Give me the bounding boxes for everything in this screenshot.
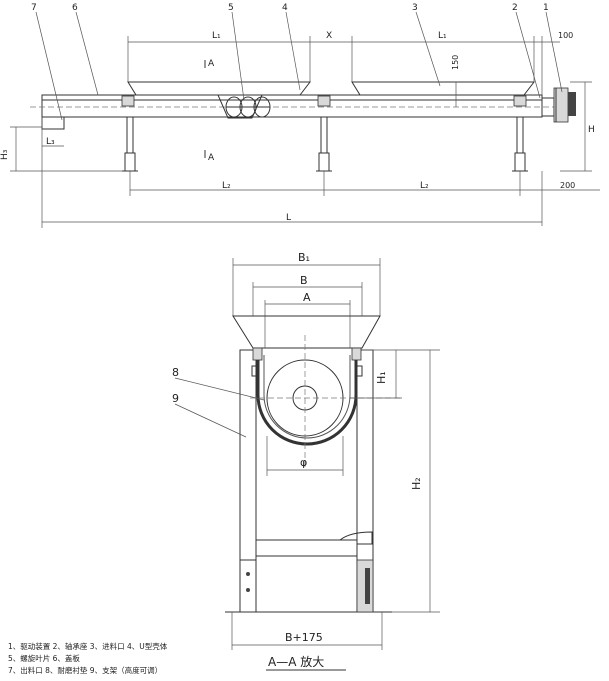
dim-l1-right: L₁ — [438, 31, 447, 41]
u-trough-casing — [41, 94, 543, 118]
dim-b-plus-175: B+175 — [285, 631, 323, 644]
adjustable-foot-right — [356, 559, 374, 613]
parts-legend: 1、驱动装置 2、轴承座 3、进料口 4、U型壳体 5、螺旋叶片 6、盖板 7、… — [8, 641, 168, 675]
callout-7: 7 — [31, 3, 37, 13]
inlet-funnel — [217, 94, 263, 119]
section-mark-a-top: A — [208, 59, 215, 69]
bottom-dimensions-l2 — [129, 171, 600, 226]
wear-liner — [263, 355, 351, 439]
dim-x: X — [326, 31, 332, 41]
legend-line-3: 7、出料口 8、耐磨衬垫 9、支架（高度可调） — [8, 665, 162, 675]
dim-150: 150 — [451, 55, 460, 70]
section-title: A—A 放大 — [268, 654, 324, 669]
dim-h2: H₂ — [410, 477, 423, 490]
dim-l2-right: L₂ — [420, 181, 429, 191]
drive-unit — [541, 87, 576, 123]
bearing-middle — [317, 95, 331, 107]
legend-line-2: 5、螺旋叶片 6、盖板 — [8, 653, 80, 663]
callout-3: 3 — [412, 3, 418, 13]
dim-h3: H₃ — [0, 149, 10, 160]
callout-8: 8 — [172, 366, 179, 379]
dim-h1: H₁ — [375, 371, 388, 384]
top-dimensions — [127, 36, 560, 95]
dim-l2-left: L₂ — [222, 181, 231, 191]
side-view: 7 6 5 4 3 2 1 L₁ X L₁ 100 150 A A H — [0, 3, 600, 228]
section-hopper — [232, 315, 381, 349]
screw-flight — [225, 96, 271, 118]
dim-phi: φ — [300, 456, 307, 469]
callout-5: 5 — [228, 3, 234, 13]
discharge-outlet — [41, 116, 65, 130]
callout-leaders — [35, 11, 563, 121]
dim-l1-left: L₁ — [212, 31, 221, 41]
bearing-left — [121, 95, 135, 107]
dim-b: B — [300, 274, 308, 287]
support-middle — [316, 116, 332, 172]
section-view: B₁ B A — [172, 251, 440, 671]
support-right — [512, 116, 528, 172]
bearing-right — [513, 95, 527, 107]
outlet-chute — [339, 531, 373, 545]
callout-1: 1 — [543, 3, 549, 13]
dim-a: A — [303, 291, 311, 304]
inlet-hopper-left — [127, 81, 312, 96]
inlet-hopper-right — [351, 81, 536, 96]
dim-h: H — [588, 125, 595, 135]
adjustable-foot-left — [239, 559, 257, 613]
callout-4: 4 — [282, 3, 288, 13]
callout-2: 2 — [512, 3, 518, 13]
frame-bearing-left — [252, 347, 263, 361]
dim-100: 100 — [558, 31, 573, 40]
dim-200: 200 — [560, 181, 575, 190]
support-left — [122, 116, 138, 172]
dim-l: L — [286, 213, 291, 223]
callout-9: 9 — [172, 392, 179, 405]
legend-line-1: 1、驱动装置 2、轴承座 3、进料口 4、U型壳体 — [8, 641, 168, 651]
frame-bearing-right — [351, 347, 362, 361]
dim-b1: B₁ — [298, 251, 310, 264]
callout-6: 6 — [72, 3, 78, 13]
section-mark-a-bottom: A — [208, 153, 215, 163]
dim-l3: L₃ — [46, 137, 55, 147]
u-trough-section — [256, 355, 358, 446]
